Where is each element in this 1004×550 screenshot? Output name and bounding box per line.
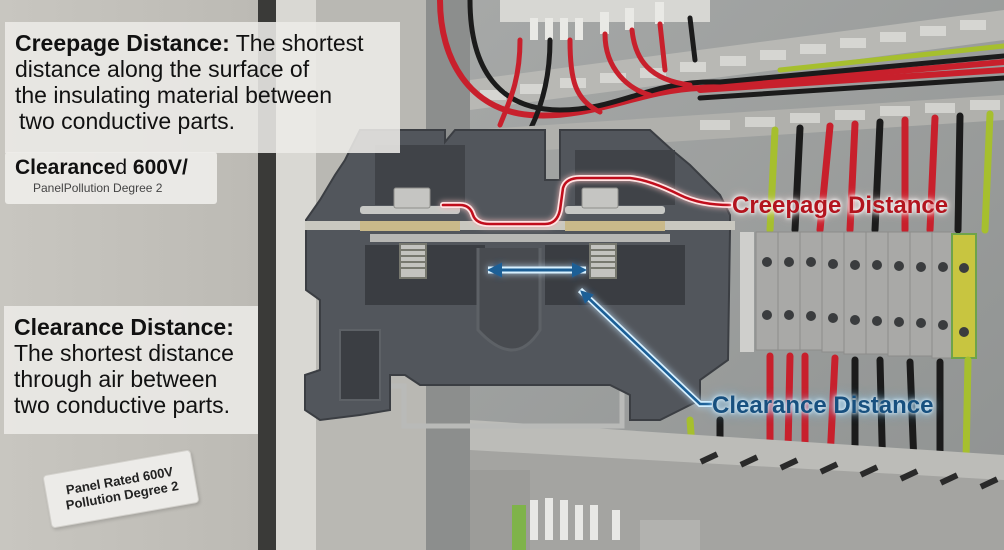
terminal-strip: [740, 231, 977, 359]
clearance-term: Clearance Distance:: [14, 314, 234, 340]
creepage-definition-box: Creepage Distance: The shortest distance…: [5, 22, 400, 153]
clearance-definition-line3: through air between: [14, 366, 218, 392]
clearance-definition-line4: two conductive parts.: [14, 392, 231, 418]
creepage-definition-line3: the insulating material between: [15, 82, 333, 108]
clearance-callout-label: Clearance Distance: [712, 392, 934, 419]
creepage-definition-line4: two conductive parts.: [19, 108, 236, 134]
creepage-callout-label: Creepage Distance: [732, 192, 949, 219]
clearance-definition-line2: The shortest distance: [14, 340, 234, 366]
clearance-definition-box: Clearance Distance: The shortest distanc…: [4, 306, 258, 434]
creepage-definition-text: The shortest: [229, 30, 364, 56]
clearance-arrow: [487, 262, 712, 407]
stray-label-line1: Clearanced 600V/: [15, 156, 217, 180]
creepage-definition-line2: distance along the surface of: [15, 56, 310, 82]
creepage-definition-line1: Creepage Distance: The shortest: [15, 30, 400, 56]
creepage-term: Creepage Distance:: [15, 30, 230, 56]
stray-label-bold: Clearance: [15, 156, 116, 179]
stray-clearance-label: Clearanced 600V/ PanelPollution Degree 2: [5, 152, 217, 204]
stray-label-end: 600V/: [127, 156, 188, 179]
creepage-path-line: [440, 175, 733, 227]
stray-label-line2: PanelPollution Degree 2: [33, 181, 163, 195]
stray-label-mid: d: [115, 156, 128, 179]
